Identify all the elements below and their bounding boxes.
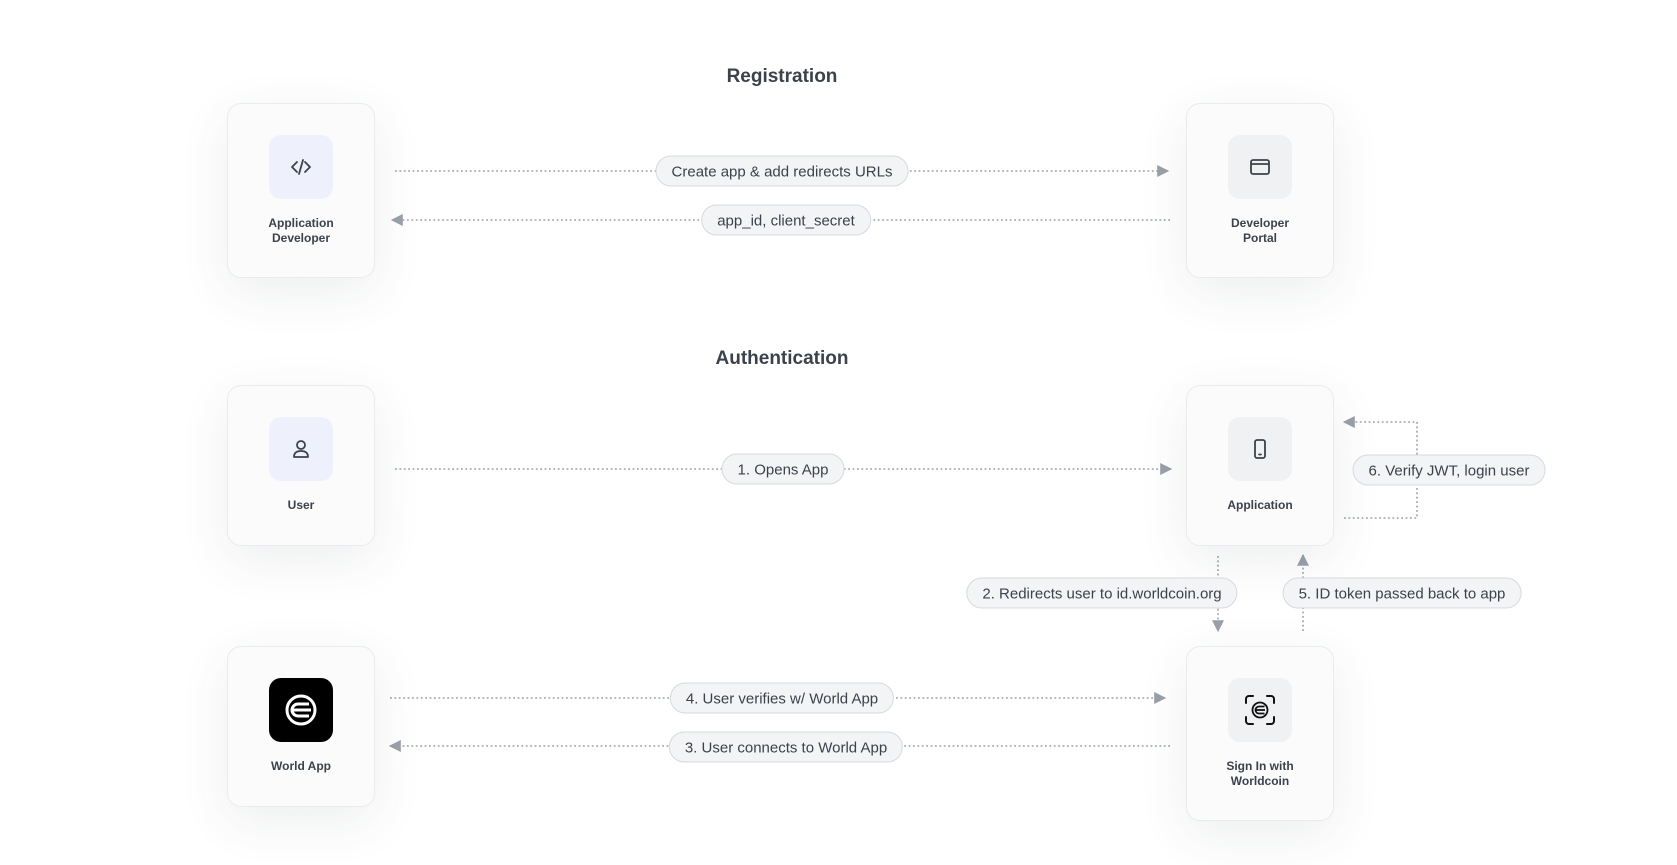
worldcoin-logo-icon-tile [269, 678, 333, 742]
node-label: World App [271, 759, 331, 773]
code-icon-tile [269, 135, 333, 199]
user-icon [293, 440, 309, 458]
edge-label-redirects: 2. Redirects user to id.worldcoin.org [966, 577, 1238, 609]
edge-label-token-back: 5. ID token passed back to app [1282, 577, 1522, 609]
edge-label-verifies: 4. User verifies w/ World App [669, 682, 895, 714]
scan-worldcoin-icon [1245, 695, 1275, 725]
code-icon [291, 159, 311, 175]
node-application: Application [1186, 385, 1334, 546]
edge-label-credentials: app_id, client_secret [701, 204, 871, 236]
node-sign-in-with-worldcoin: Sign In with Worldcoin [1186, 646, 1334, 821]
browser-window-icon [1250, 159, 1270, 175]
user-icon-tile [269, 417, 333, 481]
phone-icon-tile [1228, 417, 1292, 481]
authentication-title: Authentication [715, 348, 849, 369]
edge-label-verify-jwt: 6. Verify JWT, login user [1352, 454, 1546, 486]
phone-icon [1254, 439, 1266, 459]
node-label: User [287, 498, 315, 512]
node-label: Application [1227, 498, 1293, 512]
node-label: Application Developer [268, 216, 334, 245]
node-user: User [227, 385, 375, 546]
node-application-developer: Application Developer [227, 103, 375, 278]
scan-worldcoin-icon-tile [1228, 678, 1292, 742]
worldcoin-logo-icon [285, 694, 317, 726]
edge-label-connects: 3. User connects to World App [668, 731, 904, 763]
browser-window-icon-tile [1228, 135, 1292, 199]
node-label: Developer Portal [1230, 216, 1290, 245]
node-developer-portal: Developer Portal [1186, 103, 1334, 278]
node-world-app: World App [227, 646, 375, 807]
edge-label-create-app: Create app & add redirects URLs [655, 155, 909, 187]
node-label: Sign In with Worldcoin [1226, 759, 1294, 788]
registration-title: Registration [726, 66, 838, 87]
edge-label-opens-app: 1. Opens App [721, 453, 845, 485]
